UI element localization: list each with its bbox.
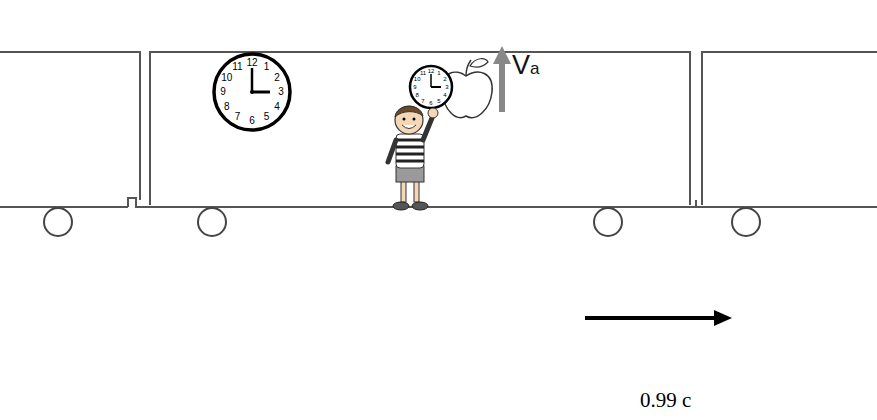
small-clock-numeral: 10	[414, 76, 421, 82]
clock-numeral: 6	[249, 116, 255, 126]
shirt-stripes	[396, 140, 424, 161]
wheel	[198, 208, 226, 236]
eye	[403, 118, 406, 121]
clock-numeral: 8	[224, 102, 230, 112]
eye	[413, 118, 416, 121]
hour-hand	[252, 91, 270, 94]
shirt	[396, 134, 424, 168]
shoe	[393, 202, 409, 210]
clock-numeral: 2	[274, 73, 280, 83]
clock-numeral: 7	[235, 112, 241, 122]
speed-label: 0.99 c	[640, 390, 691, 411]
small-clock-numeral: 1	[437, 70, 440, 76]
small-clock-numeral: 5	[437, 98, 440, 104]
small-clock-numeral: 3	[445, 84, 448, 90]
train-velocity-arrow	[585, 310, 732, 326]
small-clock-numeral: 8	[415, 92, 418, 98]
wheel	[44, 208, 72, 236]
wheels	[44, 208, 760, 236]
clock-face	[214, 54, 290, 130]
wheel	[732, 208, 760, 236]
coupler	[128, 198, 150, 207]
wall-clock	[214, 54, 290, 130]
clock-numeral: 11	[232, 62, 242, 72]
boy	[388, 106, 438, 210]
clock-numeral: 4	[274, 102, 280, 112]
smile	[402, 125, 416, 129]
arm	[388, 140, 396, 162]
small-clock-numeral: 12	[428, 68, 435, 74]
hour-hand	[431, 86, 441, 88]
train-cars	[0, 52, 877, 207]
arrow-shaft	[499, 62, 505, 112]
middle-car-outline	[150, 52, 690, 205]
wheel	[594, 208, 622, 236]
hand	[428, 108, 438, 118]
head	[395, 106, 423, 134]
minute-hand	[251, 68, 254, 92]
left-car-outline	[0, 52, 140, 200]
hair	[395, 106, 423, 117]
clock-numeral: 12	[246, 58, 257, 68]
shoe	[412, 202, 428, 210]
right-car-outline	[702, 52, 877, 205]
clock-face	[410, 66, 452, 108]
small-clock-numeral: 2	[443, 76, 446, 82]
small-clock-numeral: 4	[443, 92, 446, 98]
velocity-label: Va	[512, 52, 539, 79]
arrow-shaft	[585, 316, 716, 320]
velocity-arrow	[493, 46, 511, 112]
coupler	[690, 200, 702, 207]
clock-numeral: 5	[264, 112, 270, 122]
clock-pin	[250, 90, 254, 94]
waving-arm	[423, 118, 432, 140]
apple-stem	[466, 60, 471, 76]
clock-numeral: 10	[221, 73, 232, 83]
clock-numeral: 1	[264, 62, 270, 72]
arrow-head	[714, 310, 732, 326]
small-clock	[410, 66, 452, 108]
small-clock-numeral: 11	[420, 70, 426, 76]
small-clock-numeral: 7	[421, 98, 424, 104]
small-clock-numeral: 9	[413, 84, 416, 90]
minute-hand	[430, 74, 432, 87]
clock-numeral: 9	[220, 87, 226, 97]
apple-leaf	[470, 59, 488, 67]
arrow-head	[493, 46, 511, 64]
clock-numeral: 3	[278, 87, 284, 97]
small-clock-numeral: 6	[429, 100, 432, 106]
